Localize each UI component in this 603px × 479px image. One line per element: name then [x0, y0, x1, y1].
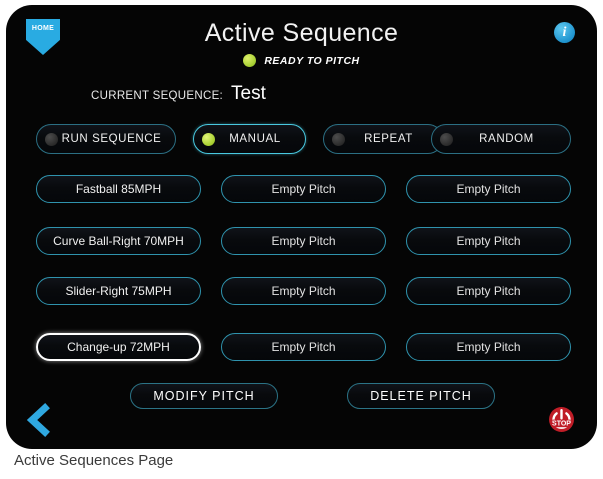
pitch-slot-label: Empty Pitch — [456, 284, 521, 298]
mode-button-manual[interactable]: MANUAL — [193, 124, 306, 154]
led-indicator-icon — [332, 132, 345, 146]
pitch-slot-label: Fastball 85MPH — [75, 182, 162, 196]
pitch-slot-label: Empty Pitch — [271, 234, 336, 248]
svg-text:STOP: STOP — [552, 421, 571, 428]
pitch-slot[interactable]: Change-up 72MPH — [36, 333, 201, 361]
image-caption: Active Sequences Page — [14, 452, 174, 469]
pitch-slot-label: Empty Pitch — [456, 234, 521, 248]
mode-button-random[interactable]: RANDOM — [431, 124, 571, 154]
mode-button-label: RUN SEQUENCE — [61, 133, 162, 145]
status-text: READY TO PITCH — [264, 54, 360, 67]
pitch-slot-empty[interactable]: Empty Pitch — [406, 175, 571, 203]
pitch-slot-label: Empty Pitch — [456, 340, 521, 354]
pitch-slot-empty[interactable]: Empty Pitch — [406, 227, 571, 255]
mode-button-label: MANUAL — [229, 133, 281, 145]
led-indicator-icon — [45, 132, 58, 146]
page-title: Active Sequence — [204, 19, 399, 47]
mode-button-label: RANDOM — [479, 133, 534, 145]
pitch-slot[interactable]: Curve Ball-Right 70MPH — [36, 227, 201, 255]
stop-button-icon[interactable]: STOP — [548, 406, 575, 433]
pitch-slot-empty[interactable]: Empty Pitch — [221, 333, 386, 361]
info-icon[interactable]: i — [554, 22, 575, 43]
home-icon[interactable]: HOME — [26, 19, 60, 55]
pitch-slot-label: Change-up 72MPH — [67, 340, 170, 354]
led-indicator-icon — [440, 132, 453, 146]
status-led-icon — [243, 54, 257, 67]
delete-pitch-button[interactable]: DELETE PITCH — [347, 383, 495, 409]
home-icon-label: HOME — [31, 25, 55, 32]
pitch-slot-label: Empty Pitch — [271, 284, 336, 298]
pitch-slot-empty[interactable]: Empty Pitch — [406, 277, 571, 305]
pitch-slot[interactable]: Fastball 85MPH — [36, 175, 201, 203]
status-badge: READY TO PITCH — [6, 54, 597, 67]
modify-pitch-button[interactable]: MODIFY PITCH — [130, 383, 278, 409]
pitch-slot-label: Empty Pitch — [456, 182, 521, 196]
device-panel: HOME i Active Sequence READY TO PITCH CU… — [6, 5, 597, 449]
pitch-slot-empty[interactable]: Empty Pitch — [221, 277, 386, 305]
pitch-slot-label: Curve Ball-Right 70MPH — [53, 234, 184, 248]
pitch-slot-label: Slider-Right 75MPH — [65, 284, 172, 298]
pitch-slot[interactable]: Slider-Right 75MPH — [36, 277, 201, 305]
current-sequence-label: CURRENT SEQUENCE: — [91, 90, 224, 102]
pitch-slot-empty[interactable]: Empty Pitch — [221, 227, 386, 255]
pitch-slot-label: Empty Pitch — [271, 182, 336, 196]
back-chevron-icon[interactable] — [24, 403, 54, 437]
pitch-slot-empty[interactable]: Empty Pitch — [406, 333, 571, 361]
pitch-slot-label: Empty Pitch — [271, 340, 336, 354]
current-sequence-value: Test — [231, 83, 266, 104]
mode-button-run-sequence[interactable]: RUN SEQUENCE — [36, 124, 176, 154]
current-sequence: CURRENT SEQUENCE: Test — [91, 83, 266, 105]
mode-button-repeat[interactable]: REPEAT — [323, 124, 443, 154]
led-indicator-icon — [202, 132, 215, 146]
pitch-slot-empty[interactable]: Empty Pitch — [221, 175, 386, 203]
mode-button-label: REPEAT — [364, 133, 413, 145]
